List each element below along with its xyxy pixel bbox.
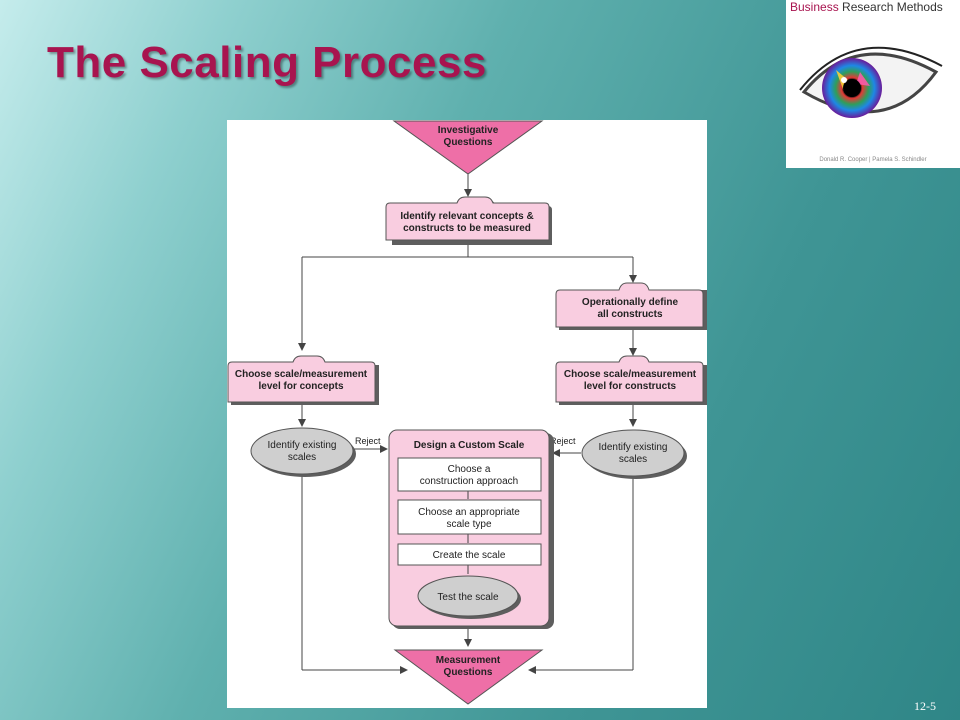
connectors — [298, 174, 637, 674]
svg-text:Choose scale/measurement: Choose scale/measurement — [235, 369, 368, 380]
identify-existing-scales-right: Identify existing scales — [581, 429, 687, 479]
svg-text:Create the scale: Create the scale — [433, 550, 506, 561]
slide-number: 12-5 — [914, 699, 936, 713]
reject-label-left: Reject — [355, 436, 381, 446]
book-cover: Business Research Methods Donald R. Coop… — [786, 0, 960, 168]
svg-text:level for constructs: level for constructs — [584, 381, 677, 392]
svg-text:scale type: scale type — [446, 519, 491, 530]
eye-image — [799, 46, 943, 118]
custom-scale-title: Design a Custom Scale — [414, 440, 525, 451]
svg-text:construction approach: construction approach — [420, 476, 518, 487]
reject-label-right: Reject — [550, 436, 576, 446]
step-scale-type: Choose an appropriate scale type — [397, 499, 542, 535]
start-line2: Questions — [444, 137, 493, 148]
svg-text:scales: scales — [288, 452, 316, 463]
choose-scale-constructs-box: Choose scale/measurement level for const… — [555, 355, 707, 405]
start-investigative-questions: Investigative Questions — [392, 120, 544, 175]
start-line1: Investigative — [438, 125, 499, 136]
step-test-scale: Test the scale — [417, 575, 521, 619]
end-line1: Measurement — [436, 655, 501, 666]
svg-text:level for concepts: level for concepts — [258, 381, 343, 392]
svg-text:Choose a: Choose a — [448, 464, 491, 475]
design-custom-scale-panel: Design a Custom Scale Choose a construct… — [388, 429, 554, 629]
operationally-define-box: Operationally define all constructs — [555, 282, 707, 330]
svg-text:Identify existing: Identify existing — [268, 440, 337, 451]
slide-title: The Scaling Process — [47, 38, 487, 87]
svg-text:Identify relevant concepts &: Identify relevant concepts & — [400, 211, 533, 222]
book-title: Business Research Methods — [790, 0, 943, 14]
svg-text:Choose scale/measurement: Choose scale/measurement — [564, 369, 697, 380]
svg-text:Test the scale: Test the scale — [437, 592, 499, 603]
svg-text:all constructs: all constructs — [597, 309, 662, 320]
step-construction-approach: Choose a construction approach — [397, 457, 542, 492]
book-authors: Donald R. Cooper | Pamela S. Schindler — [819, 157, 927, 163]
svg-text:Identify existing: Identify existing — [599, 442, 668, 453]
end-line2: Questions — [444, 667, 493, 678]
scaling-flowchart: Investigative Questions Identify relevan… — [227, 120, 707, 708]
svg-text:constructs to be measured: constructs to be measured — [403, 223, 531, 234]
choose-scale-concepts-box: Choose scale/measurement level for conce… — [227, 355, 379, 405]
identify-existing-scales-left: Identify existing scales — [250, 427, 356, 477]
svg-text:Choose an appropriate: Choose an appropriate — [418, 507, 520, 518]
svg-text:Operationally define: Operationally define — [582, 297, 679, 308]
svg-text:scales: scales — [619, 454, 647, 465]
step-create-scale: Create the scale — [397, 543, 542, 566]
end-measurement-questions: Measurement Questions — [393, 649, 544, 705]
identify-concepts-box: Identify relevant concepts & constructs … — [385, 196, 552, 245]
